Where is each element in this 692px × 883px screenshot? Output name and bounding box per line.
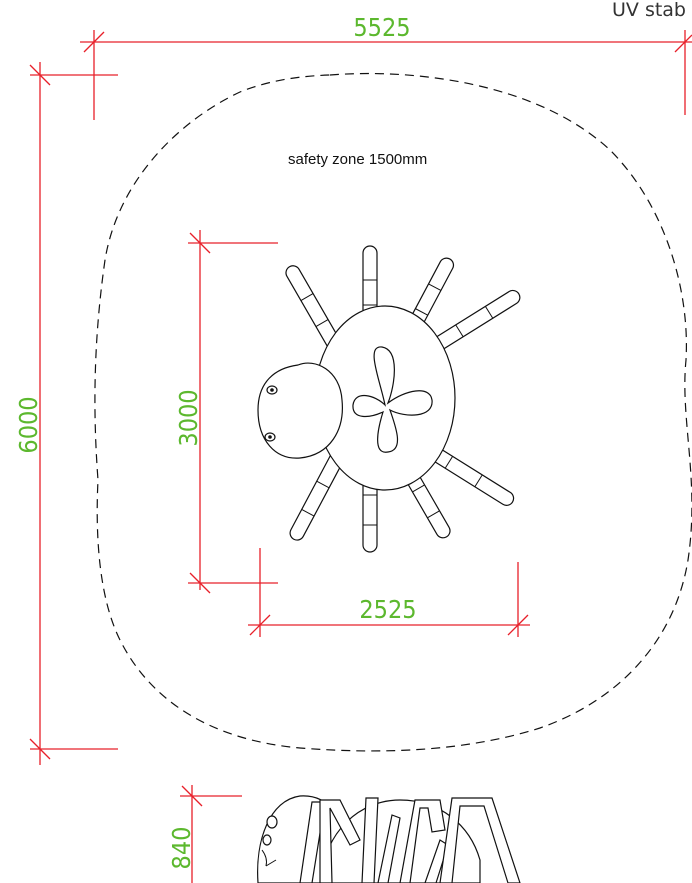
dimension-equipment-height: 840	[167, 785, 242, 883]
abdomen-pattern	[352, 346, 433, 453]
spider-head	[257, 362, 343, 459]
dimension-equipment-length: 3000	[174, 230, 278, 594]
spider-top-view	[257, 245, 521, 553]
spider-side-view	[257, 795, 521, 883]
corner-note: UV stab	[612, 0, 686, 21]
safety-zone-outline	[94, 72, 692, 752]
spider-eyes	[264, 385, 278, 442]
dimension-overall-width: 5525	[80, 13, 692, 120]
dimension-overall-width-label: 5525	[353, 13, 410, 42]
dimension-equipment-width: 2525	[248, 548, 530, 637]
dimension-equipment-height-label: 840	[167, 827, 196, 870]
dimension-equipment-width-label: 2525	[359, 595, 416, 624]
dimension-overall-length: 6000	[14, 62, 118, 765]
dimension-overall-length-label: 6000	[14, 396, 43, 453]
safety-zone-label: safety zone 1500mm	[288, 151, 427, 168]
dimension-equipment-length-label: 3000	[174, 389, 203, 446]
